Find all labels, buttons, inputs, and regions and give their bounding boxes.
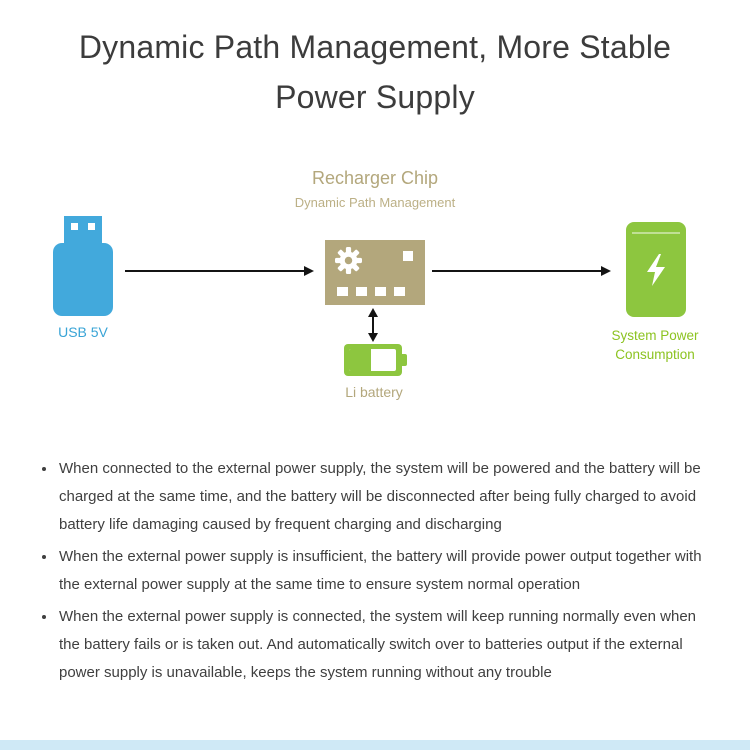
lightning-bolt-icon [647,254,665,286]
li-battery-icon [344,344,407,376]
chip-subtitle: Dynamic Path Management [294,195,456,210]
chip-pin [394,287,405,296]
chip-pin [337,287,348,296]
system-power-label-line1: System Power [611,328,699,343]
power-path-diagram: Recharger Chip Dynamic Path Management U… [0,160,750,420]
gear-icon [335,247,362,274]
arrow-up-down-icon [365,308,381,342]
page-title-line1: Dynamic Path Management, More Stable [78,29,672,65]
list-item: When connected to the external power sup… [57,454,714,539]
li-battery-label: Li battery [345,384,403,400]
bottom-section-strip [0,740,750,750]
arrow-right-icon [432,266,611,276]
usb-plug-icon [53,216,113,316]
battery-terminal [402,354,407,366]
battery-charge-level [349,349,371,371]
chip-pin [356,287,367,296]
arrow-right-icon [125,266,314,276]
usb-body [53,243,113,316]
chip-title: Recharger Chip [311,168,439,188]
usb-hole [88,223,95,230]
list-item: When the external power supply is insuff… [57,542,714,599]
chip-pin [375,287,386,296]
list-item: When the external power supply is connec… [57,602,714,687]
usb-connector [64,216,102,244]
feature-list: When connected to the external power sup… [0,454,750,687]
system-power-icon [626,222,686,317]
page-title-line2: Power Supply [275,79,475,115]
chip-pin [403,251,413,261]
usb-hole [71,223,78,230]
recharger-chip-icon [325,240,425,305]
usb-label: USB 5V [58,324,108,340]
system-power-label-line2: Consumption [615,347,695,362]
battery-window [349,349,396,371]
